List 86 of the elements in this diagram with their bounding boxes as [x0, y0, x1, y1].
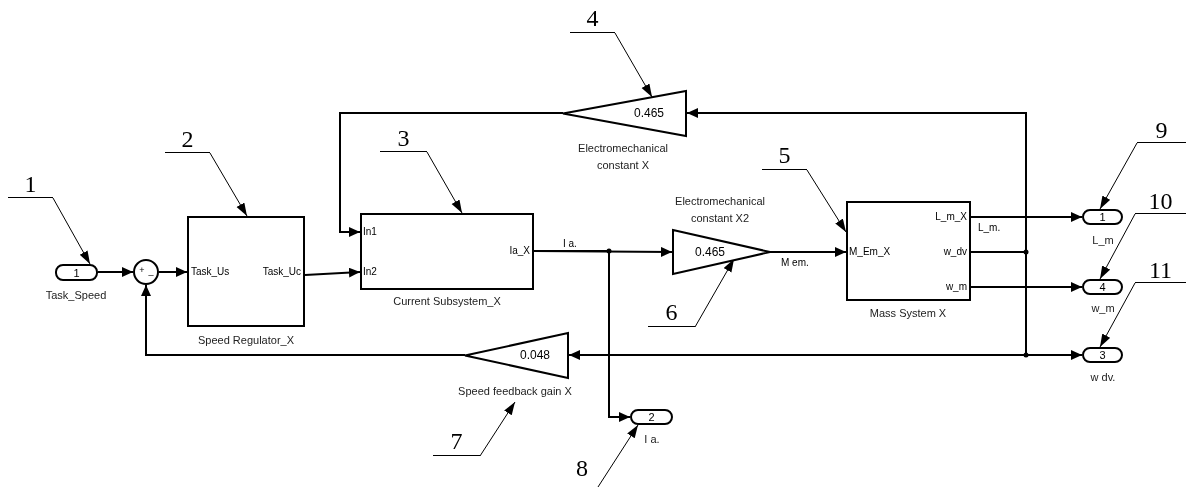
signal-arrow — [970, 282, 1083, 292]
port-number: 1 — [1099, 211, 1106, 223]
gain-value: 0.048 — [520, 348, 550, 362]
callout-number: 10 — [1148, 189, 1173, 213]
callout-number — [648, 302, 695, 327]
sign-symbol: + — [139, 265, 145, 275]
sign-symbol: _ — [148, 266, 154, 276]
callout-number — [8, 174, 53, 198]
callout-number: 7 — [450, 429, 463, 453]
leader-arrow — [52, 197, 91, 265]
port-number: 2 — [648, 411, 655, 423]
callout-number — [433, 431, 480, 456]
port-block — [1082, 209, 1123, 225]
leader-arrow — [1099, 282, 1136, 348]
callout-number: 3 — [397, 126, 410, 150]
gain-value: 0.465 — [695, 245, 725, 259]
callout-number: 4 — [586, 6, 599, 30]
callout-number: 6 — [665, 300, 678, 324]
subsystem-block — [187, 216, 305, 327]
block-name: Speed feedback gain X — [457, 384, 573, 399]
signal-arrow — [339, 112, 564, 237]
subsystem-block — [846, 201, 971, 301]
gain-block — [672, 229, 770, 275]
callout-number: 9 — [1155, 118, 1168, 142]
port-label: w_m — [945, 281, 967, 293]
callout-number — [570, 8, 615, 33]
signal-arrow — [970, 212, 1083, 222]
port-label: In1 — [363, 226, 377, 238]
callout-number — [1137, 120, 1186, 143]
port-block — [1082, 347, 1123, 363]
signal-arrow — [304, 267, 361, 278]
port-block — [55, 264, 98, 281]
gain-block — [465, 332, 569, 379]
signal-label: I a. — [563, 238, 577, 249]
port-label: L_m_X — [935, 211, 967, 223]
callout-number — [1135, 191, 1186, 214]
gain-block — [563, 90, 687, 137]
signal-arrow — [158, 267, 188, 277]
port-number: 4 — [1099, 281, 1106, 293]
signal-arrow — [769, 247, 847, 257]
port-label: In2 — [363, 266, 377, 278]
signal-arrow — [686, 108, 1027, 253]
callout-number: 2 — [181, 127, 194, 151]
callout-number: 5 — [778, 143, 791, 167]
port-number: 1 — [73, 267, 80, 278]
leader-arrow — [479, 401, 516, 457]
block-name: L_m — [1091, 233, 1115, 248]
port-label: Task_Uc — [262, 266, 301, 278]
callout-number — [165, 129, 210, 153]
callout-number: 8 — [576, 456, 588, 480]
signal-arrow — [141, 284, 466, 356]
block-name: Electromechanical constant X — [577, 141, 669, 173]
block-name: Electromechanical constant X2 — [674, 194, 766, 226]
block-name: Task_Speed — [44, 288, 108, 303]
port-number: 3 — [1099, 349, 1106, 361]
block-name: I a. — [643, 432, 661, 447]
port-label: Task_Us — [191, 266, 230, 278]
leader-arrow — [806, 169, 847, 233]
block-name: w dv. — [1089, 370, 1117, 385]
leader-arrow — [426, 151, 463, 214]
block-name: w_m — [1090, 301, 1116, 316]
signal-arrow — [97, 267, 134, 277]
port-label: Ia_X — [509, 245, 530, 257]
callout-number — [762, 145, 807, 170]
leader-arrow — [614, 32, 653, 98]
leader-arrow — [1099, 213, 1136, 280]
signal-label: L_m. — [978, 222, 1001, 233]
callout-number — [1135, 260, 1186, 283]
callout-number: 1 — [24, 172, 37, 196]
callout-number — [380, 128, 427, 152]
port-label: w_dv — [943, 246, 967, 258]
subsystem-block — [360, 213, 534, 290]
leader-arrow — [1099, 142, 1138, 210]
port-label: M_Em_X — [849, 246, 891, 258]
port-block — [1082, 279, 1123, 295]
gain-value: 0.465 — [634, 106, 664, 120]
port-block — [630, 409, 673, 425]
block-name: Mass System X — [868, 306, 948, 321]
callout-number: 11 — [1148, 258, 1173, 282]
signal-arrow — [568, 251, 1027, 360]
leader-arrow — [597, 424, 639, 488]
sum-block — [133, 259, 159, 285]
block-name: Speed Regulator_X — [197, 333, 295, 348]
block-name: Current Subsystem_X — [392, 294, 502, 309]
leader-arrow — [209, 152, 248, 217]
signal-label: M em. — [781, 257, 809, 268]
